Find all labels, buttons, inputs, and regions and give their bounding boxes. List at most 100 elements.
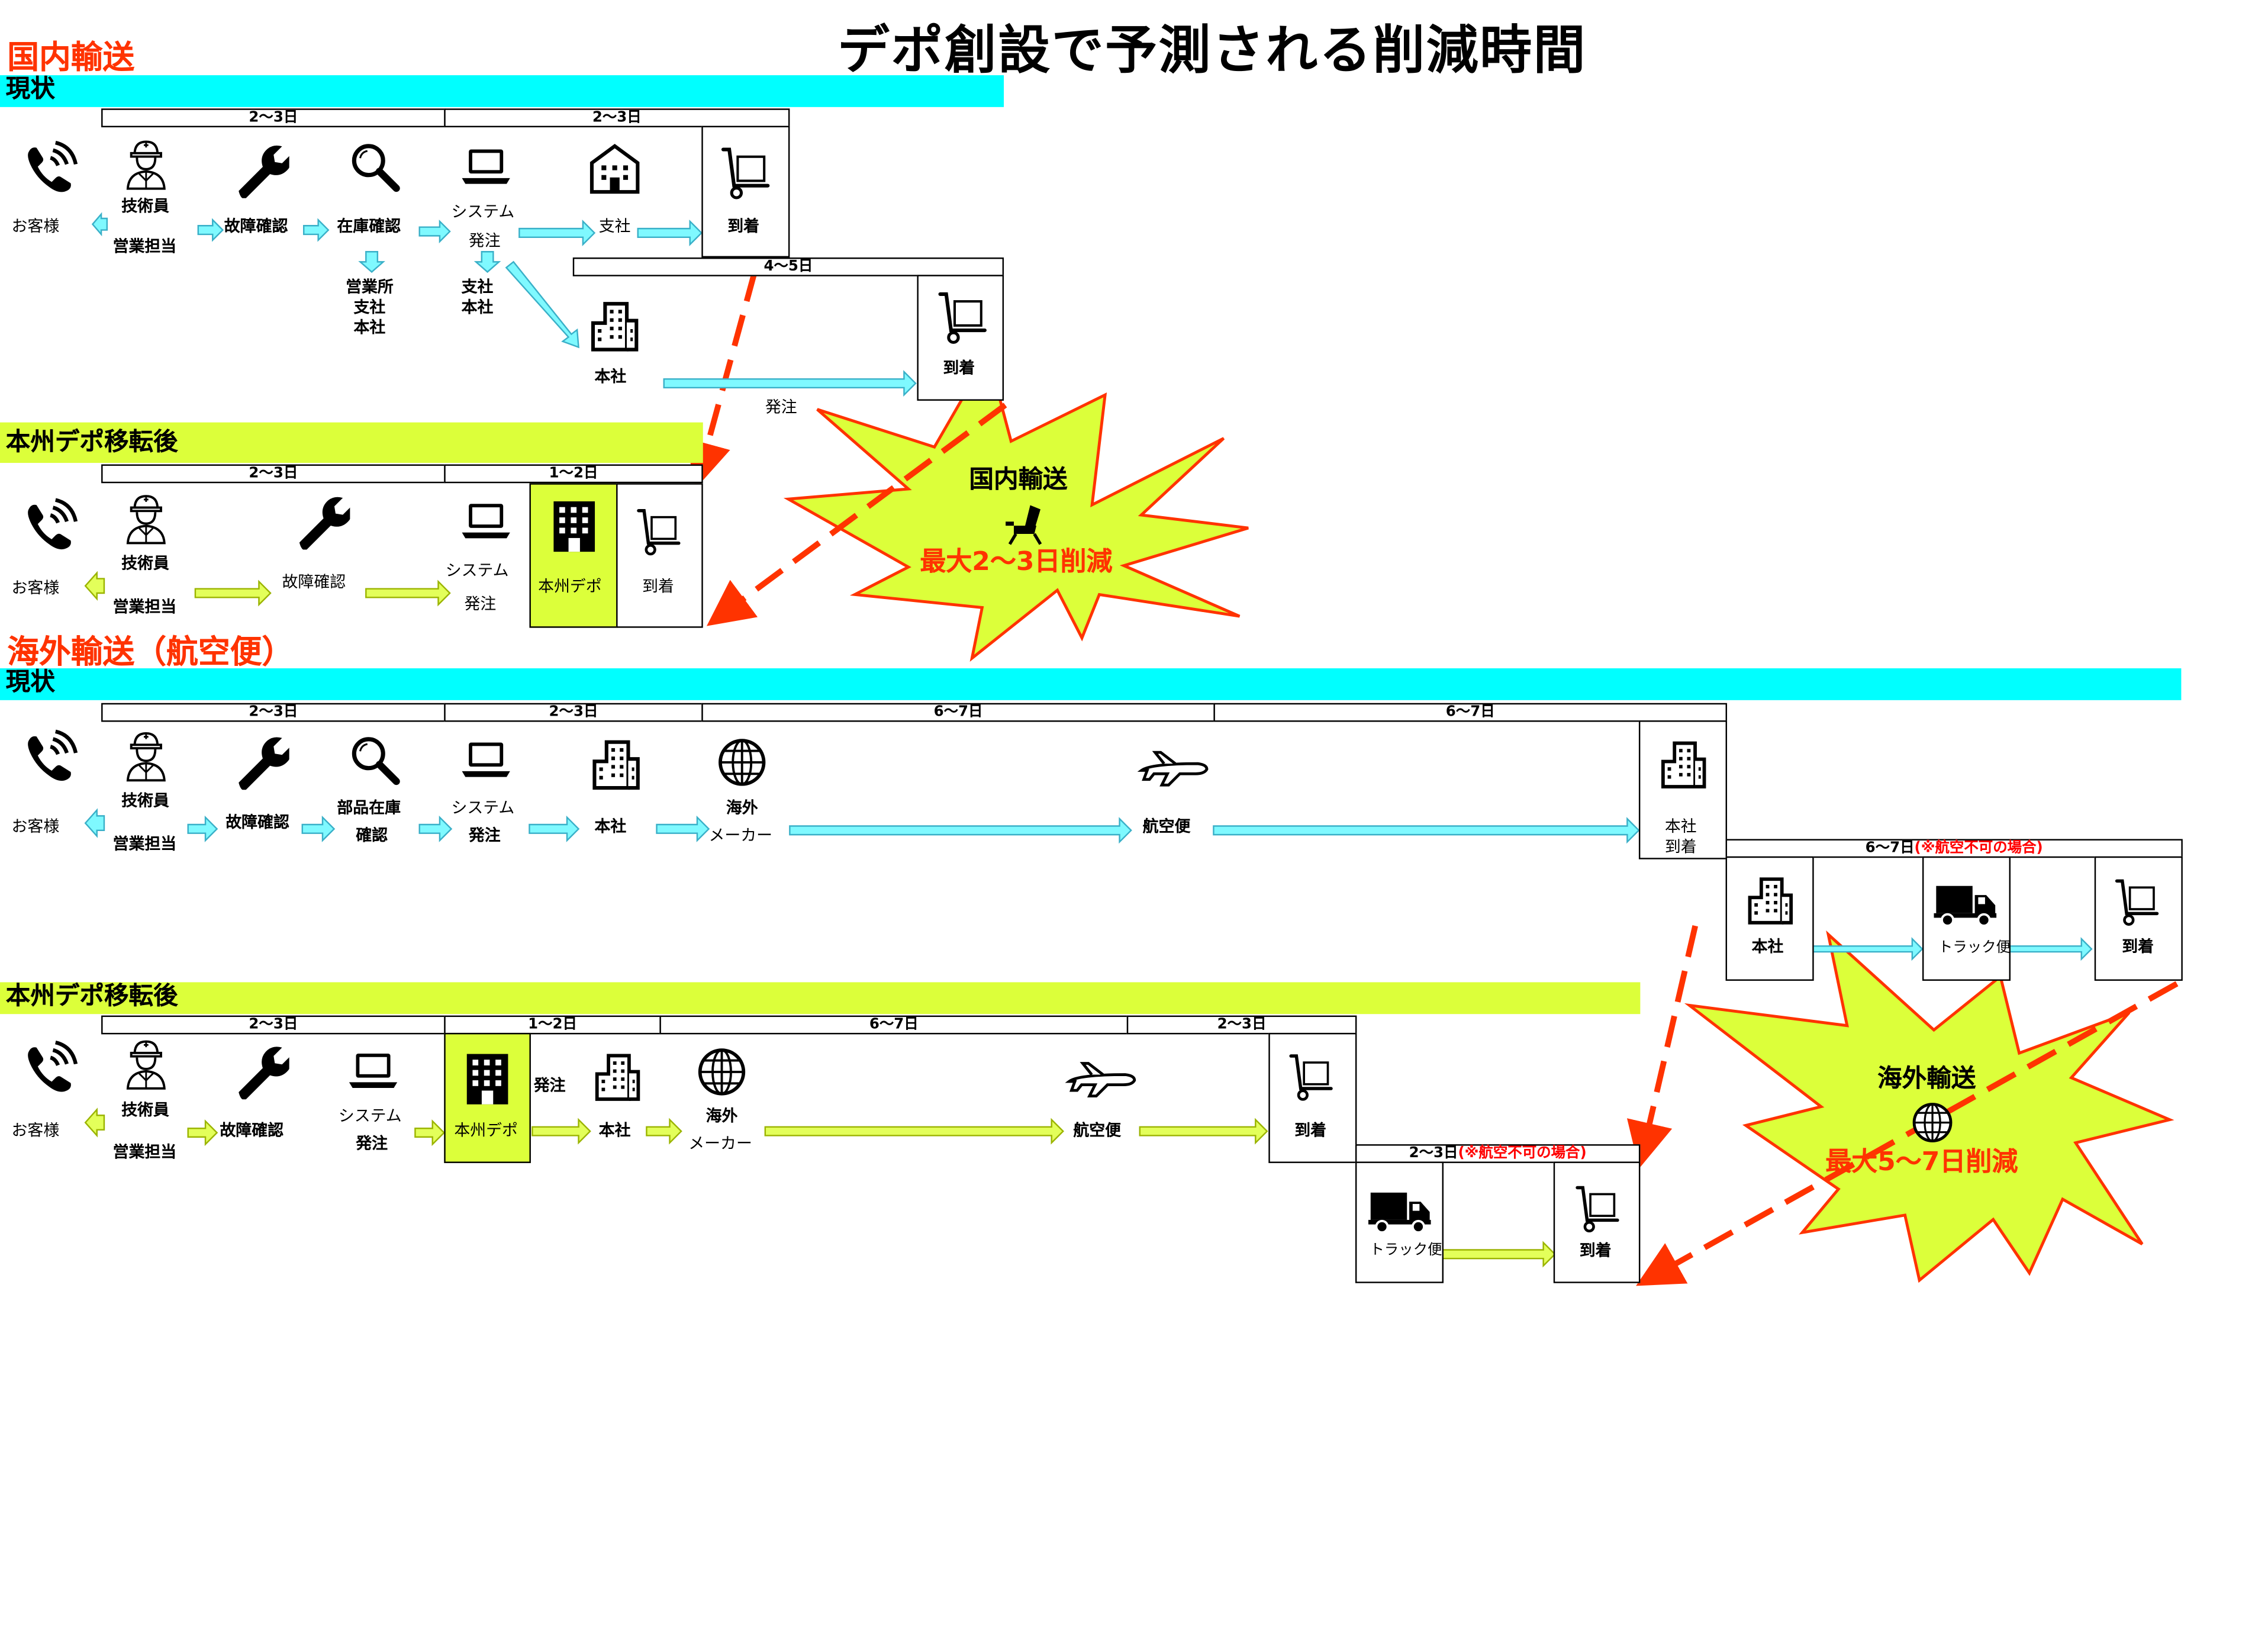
- stock-locations-label: 営業所 支社 本社: [346, 278, 394, 337]
- arrival-box: [917, 275, 1004, 401]
- arrival-label: 到着: [642, 577, 674, 596]
- technician-icon: [118, 134, 173, 192]
- order-label: 発注: [468, 231, 501, 250]
- sales-label: 営業担当: [112, 597, 177, 617]
- domestic-burst-shape: [783, 350, 1249, 662]
- headquarters-icon: [1656, 735, 1711, 793]
- customer-label: お客様: [11, 217, 60, 236]
- technician-label: 技術員: [121, 554, 169, 573]
- arrival-box: [1268, 1032, 1357, 1163]
- overseas-after-band: 本州デポ移転後: [0, 982, 1641, 1015]
- wrench-icon: [231, 1042, 289, 1100]
- seat-icon: [998, 499, 1050, 548]
- time-bar: 2～3日: [1126, 1015, 1357, 1035]
- cart-icon: [716, 144, 774, 202]
- time-bar: 2～3日: [444, 703, 703, 722]
- order-label: 発注: [533, 1076, 566, 1096]
- globe-icon: [714, 735, 769, 790]
- time-bar: 6～7日: [659, 1015, 1129, 1035]
- truck-icon: [1368, 1186, 1432, 1235]
- phone-icon: [14, 139, 83, 200]
- maker-label: 海外: [705, 1106, 738, 1126]
- airplane-icon: [1063, 1059, 1138, 1099]
- branch-building-icon: [586, 139, 644, 197]
- order-label: 発注: [468, 826, 501, 845]
- system-label: システム: [451, 798, 515, 817]
- system-label: システム: [338, 1106, 402, 1126]
- time-bar: 2～3日: [101, 703, 446, 722]
- laptop-icon: [344, 1044, 402, 1099]
- headquarters-icon: [590, 1047, 645, 1105]
- globe-icon: [1909, 1099, 1955, 1145]
- headquarters-label: 本社: [1751, 937, 1784, 957]
- arrival-label: 到着: [1579, 1241, 1612, 1260]
- fault-check-label: 故障確認: [282, 572, 346, 592]
- headquarters-label: 本社: [594, 817, 627, 836]
- parts-stock-label: 部品在庫: [337, 798, 401, 817]
- overseas-saving: 最大5～7日削減: [1825, 1147, 2018, 1178]
- parts-check-label: 確認: [356, 826, 388, 845]
- headquarters-icon: [586, 297, 644, 355]
- wrench-icon: [231, 732, 289, 790]
- laptop-icon: [457, 495, 515, 550]
- domestic-saving: 最大2～3日削減: [920, 546, 1113, 578]
- depot-label: 本州デポ: [454, 1121, 518, 1140]
- time-bar: 1～2日: [444, 464, 703, 484]
- maker-label: 海外: [726, 798, 758, 817]
- depot-building-icon: [460, 1047, 515, 1111]
- time-bar: 4～5日: [572, 257, 1004, 276]
- time-bar: 2～3日(※航空不可の場合): [1355, 1144, 1641, 1163]
- cart-icon: [632, 506, 684, 558]
- fault-check-label: 故障確認: [225, 813, 289, 832]
- search-icon: [346, 139, 404, 197]
- truck-box: [1922, 856, 2011, 981]
- fault-check-label: 故障確認: [224, 217, 288, 236]
- headquarters-icon: [587, 735, 645, 793]
- customer-label: お客様: [11, 1121, 60, 1140]
- stock-check-label: 在庫確認: [337, 217, 401, 236]
- domestic-heading: 国内輸送: [7, 40, 135, 77]
- branch-label: 支社: [598, 217, 631, 236]
- air-freight-label: 航空便: [1073, 1121, 1122, 1140]
- domestic-burst-title: 国内輸送: [969, 465, 1068, 495]
- maker-label: メーカー: [688, 1134, 752, 1153]
- truck-label: トラック便: [1370, 1242, 1442, 1259]
- search-icon: [346, 732, 404, 790]
- overseas-burst-title: 海外輸送: [1877, 1064, 1976, 1094]
- wrench-icon: [292, 492, 350, 550]
- truck-icon: [1934, 880, 1998, 929]
- cart-icon: [933, 289, 991, 347]
- time-bar: 2～3日: [101, 108, 446, 128]
- airplane-icon: [1135, 748, 1210, 788]
- customer-label: お客様: [11, 578, 60, 598]
- headquarters-icon: [1743, 871, 1798, 929]
- phone-icon: [14, 496, 83, 557]
- overseas-current-band: 現状: [0, 668, 2182, 700]
- arrival-box: [1553, 1161, 1641, 1283]
- truck-label: トラック便: [1938, 940, 2011, 957]
- phone-icon: [14, 727, 83, 788]
- time-bar: 1～2日: [444, 1015, 661, 1035]
- technician-icon: [118, 726, 173, 784]
- cart-icon: [1571, 1183, 1623, 1235]
- technician-label: 技術員: [121, 1100, 169, 1120]
- maker-label: メーカー: [708, 826, 773, 845]
- laptop-icon: [457, 140, 515, 195]
- arrival-label: 到着: [1294, 1121, 1327, 1140]
- air-freight-label: 航空便: [1142, 817, 1191, 836]
- arrival-label: 到着: [2122, 937, 2154, 957]
- headquarters-label: 本社: [594, 367, 627, 387]
- hq-arrival-label: 到着: [1664, 838, 1697, 857]
- time-bar: 2～3日: [444, 108, 790, 128]
- time-bar: 2～3日: [101, 1015, 446, 1035]
- time-bar: 6～7日: [701, 703, 1215, 722]
- domestic-current-band: 現状: [0, 75, 1004, 107]
- cart-icon: [2111, 877, 2163, 929]
- sales-label: 営業担当: [112, 237, 177, 256]
- phone-icon: [14, 1039, 83, 1100]
- technician-label: 技術員: [121, 197, 169, 216]
- depot-label: 本州デポ: [538, 577, 602, 596]
- depot-building-icon: [547, 495, 602, 559]
- headquarters-label: 本社: [598, 1121, 631, 1140]
- arrival-box: [701, 125, 790, 258]
